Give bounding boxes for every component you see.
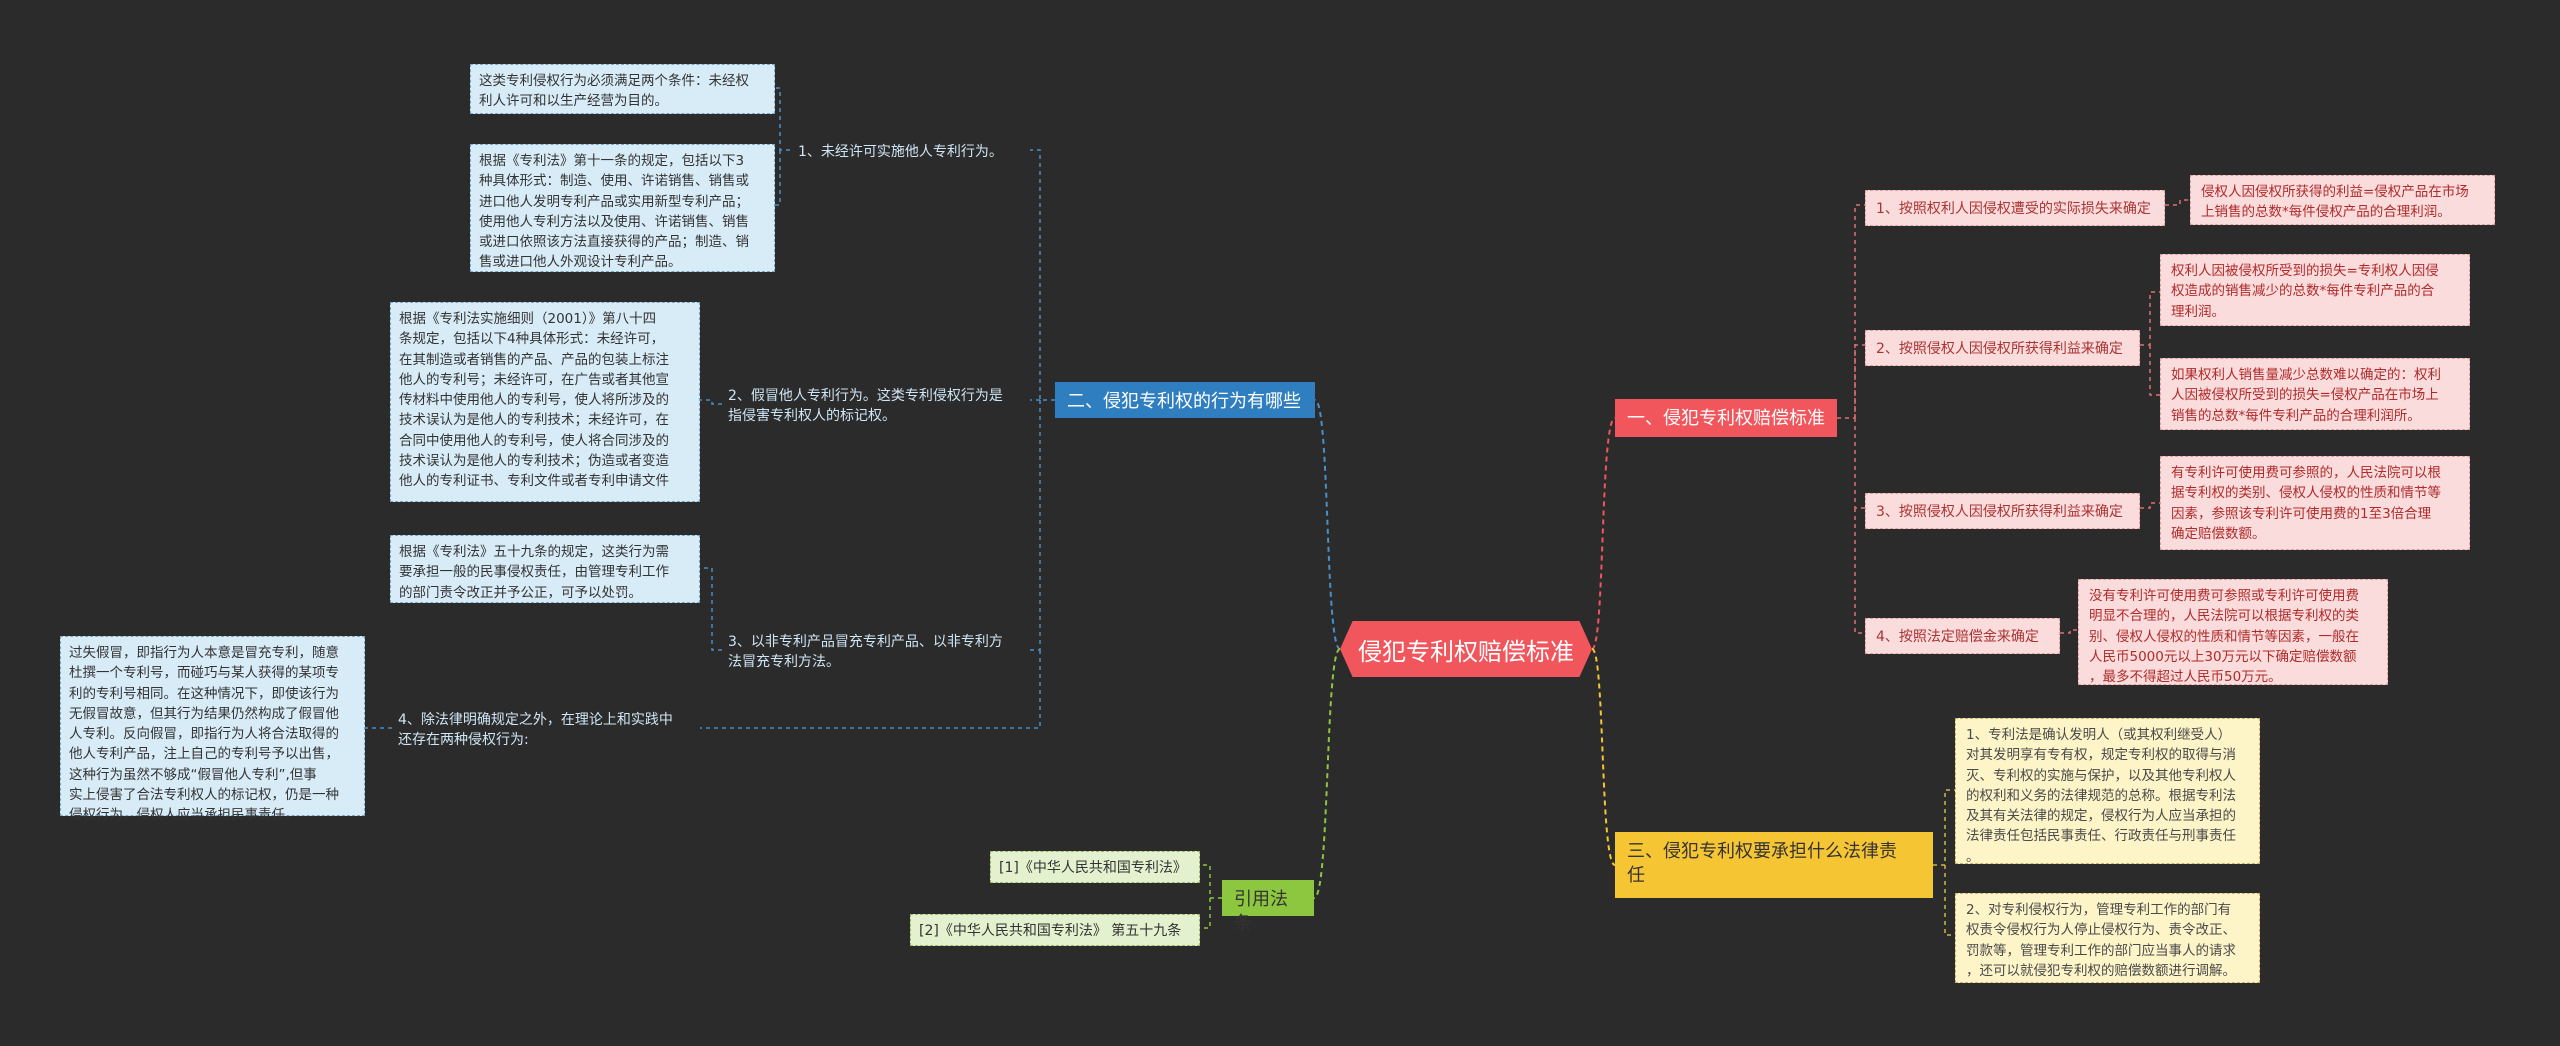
standard-item-2-detail-2[interactable]: 如果权利人销售量减少总数难以确定的：权利 人因被侵权所受到的损失=侵权产品在市场… — [2160, 358, 2470, 430]
root-topic[interactable]: 侵犯专利权赔偿标准 — [1340, 621, 1592, 677]
branch-standard-label: 一、侵犯专利权赔偿标准 — [1627, 408, 1825, 429]
connector — [1933, 789, 1955, 866]
branch-liability-label: 三、侵犯专利权要承担什么法律责 任 — [1627, 841, 1897, 887]
connector — [1030, 149, 1055, 401]
connector — [1854, 418, 1865, 509]
standard-item-4[interactable]: 4、按照法定赔偿金来确定 — [1865, 618, 2060, 654]
branch-citations-label: 引用法条 — [1234, 889, 1288, 935]
connector — [775, 87, 790, 151]
connector — [2060, 629, 2078, 634]
connector — [1591, 417, 1616, 650]
citation-item-2[interactable]: [2]《中华人民共和国专利法》 第五十九条 — [910, 914, 1200, 946]
behavior-item-3[interactable]: 3、以非专利产品冒充专利产品、以非专利方 法冒充专利方法。 — [728, 634, 1003, 671]
behavior-item-1[interactable]: 1、未经许可实施他人专利行为。 — [798, 144, 1003, 160]
connector — [1854, 508, 1865, 634]
connector — [2165, 199, 2190, 206]
standard-item-3[interactable]: 3、按照侵权人因侵权所获得利益来确定 — [1865, 493, 2140, 529]
behavior-item-2-detail-1[interactable]: 根据《专利法实施细则（2001）》第八十四 条规定，包括以下4种具体形式：未经许… — [390, 302, 700, 509]
standard-item-2[interactable]: 2、按照侵权人因侵权所获得利益来确定 — [1865, 330, 2140, 366]
root-label: 侵犯专利权赔偿标准 — [1358, 637, 1574, 666]
connector — [700, 567, 722, 651]
citation-item-1[interactable]: [1]《中华人民共和国专利法》 — [990, 851, 1200, 883]
connector — [1200, 898, 1211, 929]
behavior-item-4-detail-1[interactable]: 过失假冒，即指行为人本意是冒充专利，随意 杜撰一个专利号，而碰巧与某人获得的某项… — [60, 636, 365, 823]
connector — [700, 399, 722, 405]
connector — [1313, 648, 1341, 899]
standard-item-1-detail-1[interactable]: 侵权人因侵权所获得的利益=侵权产品在市场 上销售的总数*每件侵权产品的合理利润。 — [2190, 175, 2495, 225]
behavior-item-4[interactable]: 4、除法律明确规定之外，在理论上和实践中 还存在两种侵权行为: — [398, 712, 673, 749]
connector — [1591, 648, 1616, 866]
connector — [1854, 344, 1865, 418]
branch-citations[interactable]: 引用法条 — [1222, 880, 1314, 934]
connector — [1944, 865, 1955, 936]
branch-liability[interactable]: 三、侵犯专利权要承担什么法律责 任 — [1615, 832, 1933, 898]
behavior-item-2[interactable]: 2、假冒他人专利行为。这类专利侵权行为是 指侵害专利权人的标记权。 — [728, 388, 1003, 425]
liability-detail-1[interactable]: 1、专利法是确认发明人（或其权利继受人） 对其发明享有专有权，规定专利权的取得与… — [1955, 718, 2260, 865]
connector — [775, 150, 781, 206]
connector — [1837, 204, 1865, 419]
connector — [2140, 291, 2160, 346]
standard-item-3-detail-1[interactable]: 有专利许可使用费可参照的，人民法院可以根 据专利权的类别、侵权人侵权的性质和情节… — [2160, 456, 2470, 550]
behavior-item-1-detail-2[interactable]: 根据《专利法》第十一条的规定，包括以下3 种具体形式：制造、使用、许诺销售、销售… — [470, 144, 775, 272]
connector — [700, 650, 1041, 729]
branch-behavior[interactable]: 二、侵犯专利权的行为有哪些 — [1055, 382, 1315, 418]
behavior-item-1-detail-1[interactable]: 这类专利侵权行为必须满足两个条件：未经权 利人许可和以生产经营为目的。 — [470, 64, 775, 114]
connector — [1314, 399, 1341, 650]
connector — [1200, 864, 1222, 899]
standard-item-1[interactable]: 1、按照权利人因侵权遭受的实际损失来确定 — [1865, 190, 2165, 226]
branch-behavior-label: 二、侵犯专利权的行为有哪些 — [1067, 391, 1301, 412]
connector — [1030, 400, 1041, 651]
behavior-item-3-detail-1[interactable]: 根据《专利法》五十九条的规定，这类行为需 要承担一般的民事侵权责任，由管理专利工… — [390, 535, 700, 603]
branch-standard[interactable]: 一、侵犯专利权赔偿标准 — [1615, 399, 1837, 437]
connector — [2149, 345, 2160, 396]
connector — [2140, 502, 2160, 509]
standard-item-4-detail-1[interactable]: 没有专利许可使用费可参照或专利许可使用费 明显不合理的，人民法院可以根据专利权的… — [2078, 579, 2388, 685]
liability-detail-2[interactable]: 2、对专利侵权行为，管理专利工作的部门有 权责令侵权行为人停止侵权行为、责令改正… — [1955, 893, 2260, 983]
standard-item-2-detail-1[interactable]: 权利人因被侵权所受到的损失=专利权人因侵 权造成的销售减少的总数*每件专利产品的… — [2160, 254, 2470, 326]
